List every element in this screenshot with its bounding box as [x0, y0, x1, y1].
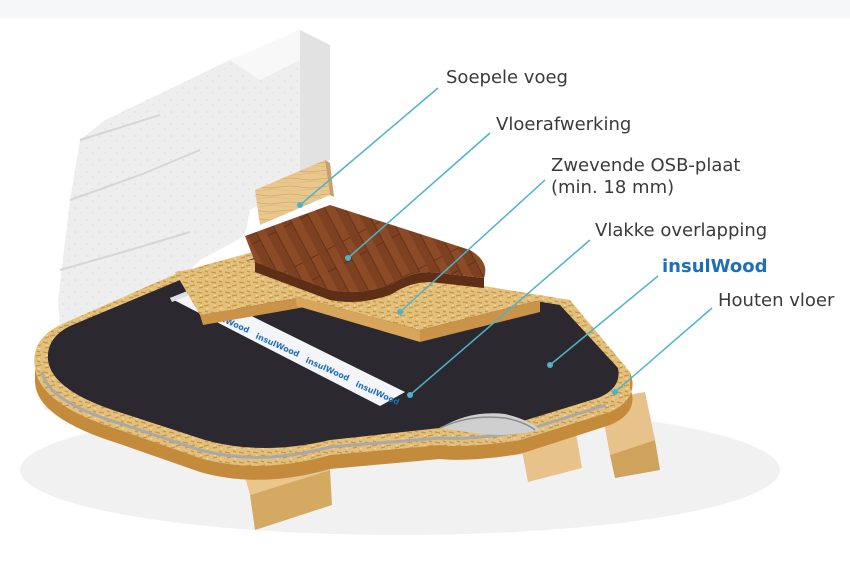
label-osb-line2: (min. 18 mm): [551, 177, 675, 198]
label-insulwood: insulWood: [662, 256, 768, 277]
dot-osb: [397, 309, 403, 315]
label-zwevende-osb-plaat: Zwevende OSB-plaat (min. 18 mm): [551, 155, 740, 199]
dot-soepele-voeg: [297, 202, 303, 208]
leader-lines: [299, 87, 713, 396]
dot-insulwood: [547, 362, 553, 368]
skirting-board: [255, 160, 334, 225]
top-banner: [0, 0, 850, 18]
leader-vlakke-overlapping: [409, 239, 591, 396]
leader-vloerafwerking: [347, 132, 491, 259]
label-soepele-voeg: Soepele voeg: [446, 67, 568, 88]
dot-houten-vloer: [612, 389, 618, 395]
dot-vloerafwerking: [345, 255, 351, 261]
dot-vlakke-overlapping: [407, 392, 413, 398]
leader-dots: [297, 202, 618, 398]
leader-houten-vloer: [614, 307, 713, 393]
label-houten-vloer: Houten vloer: [718, 290, 835, 311]
label-vloerafwerking: Vloerafwerking: [496, 114, 632, 135]
label-osb-line1: Zwevende OSB-plaat: [551, 155, 741, 176]
vloerafwerking-layer: [245, 205, 486, 302]
label-vlakke-overlapping: Vlakke overlapping: [595, 220, 768, 241]
leader-soepele-voeg: [299, 87, 439, 206]
leader-osb: [399, 179, 546, 313]
leader-insulwood: [549, 275, 659, 366]
